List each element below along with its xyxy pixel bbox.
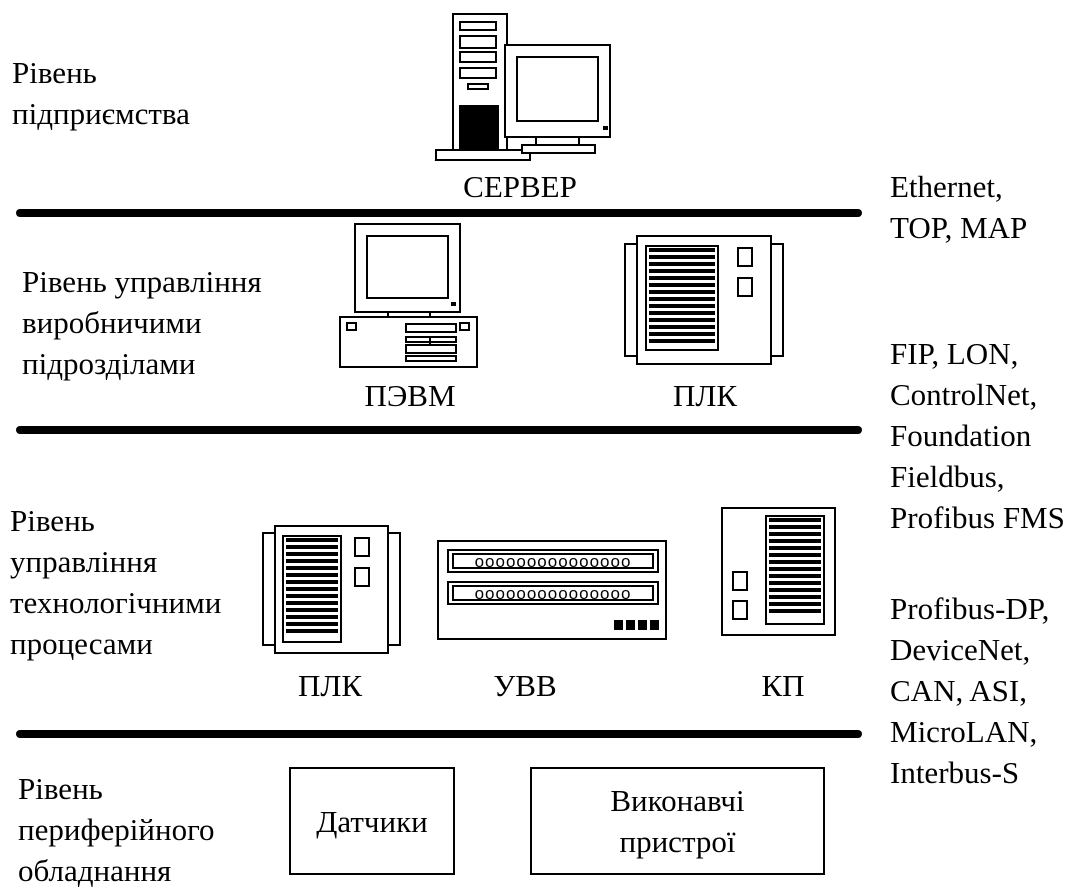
actuators-box-line: Виконавчі [610,783,745,818]
level-peripheral-line: обладнання [18,853,172,888]
server-caption: СЕРВЕР [463,169,577,204]
network-top-line: Ethernet, [890,169,1003,204]
network-top-line: TOP, MAP [890,210,1028,245]
network-middle-line: FIP, LON, [890,336,1019,371]
pc-icon [339,223,478,368]
network-bottom-line: Interbus-S [890,755,1020,790]
level-process-label: Рівень управління технологічними процеса… [10,500,221,664]
level-peripheral-line: периферійного [18,812,215,847]
pc-caption: ПЭВМ [364,378,456,413]
io-led-row-top: ooooooooooooooo [475,552,632,571]
level-process-line: управління [10,544,158,579]
level-enterprise-line: підприємства [12,96,190,131]
network-middle-line: Foundation [890,418,1032,453]
network-middle-line: ControlNet, [890,377,1038,412]
server-icon [434,13,611,161]
level-production-line: підрозділами [22,346,196,381]
kp-caption: КП [761,668,805,703]
level-process-line: Рівень [10,503,95,538]
plc-lower-icon [262,525,401,654]
network-top-label: Ethernet, TOP, MAP [890,166,1027,248]
network-bottom-line: Profibus-DP, [890,591,1050,626]
level-enterprise-label: Рівень підприємства [12,52,190,134]
sensors-box: Датчики [289,767,455,875]
sensors-box-label: Датчики [316,803,428,839]
level-enterprise-line: Рівень [12,55,97,90]
actuators-box: Виконавчі пристрої [530,767,825,875]
io-caption: УВВ [493,668,557,703]
plc-upper-icon [624,235,784,365]
plc-upper-caption: ПЛК [672,378,738,413]
network-bottom-line: MicroLAN, [890,714,1038,749]
network-bottom-line: CAN, ASI, [890,673,1027,708]
io-device-icon: ooooooooooooooo ooooooooooooooo [437,540,667,640]
level-process-line: технологічними [10,585,222,620]
network-middle-label: FIP, LON, ControlNet, Foundation Fieldbu… [890,333,1065,538]
plc-lower-caption: ПЛК [297,668,363,703]
network-bottom-label: Profibus-DP, DeviceNet, CAN, ASI, MicroL… [890,588,1049,793]
level-peripheral-line: Рівень [18,771,103,806]
level-production-label: Рівень управління виробничими підрозділа… [22,261,262,384]
level-process-line: процесами [10,626,153,661]
network-middle-line: Profibus FMS [890,500,1065,535]
level-production-line: виробничими [22,305,202,340]
actuators-box-line: пристрої [619,824,736,859]
level-production-line: Рівень управління [22,264,262,299]
network-bottom-line: DeviceNet, [890,632,1031,667]
level-peripheral-label: Рівень периферійного обладнання [18,768,215,891]
network-middle-line: Fieldbus, [890,459,1005,494]
io-led-row-bottom: ooooooooooooooo [475,584,632,603]
kp-icon [721,507,836,636]
